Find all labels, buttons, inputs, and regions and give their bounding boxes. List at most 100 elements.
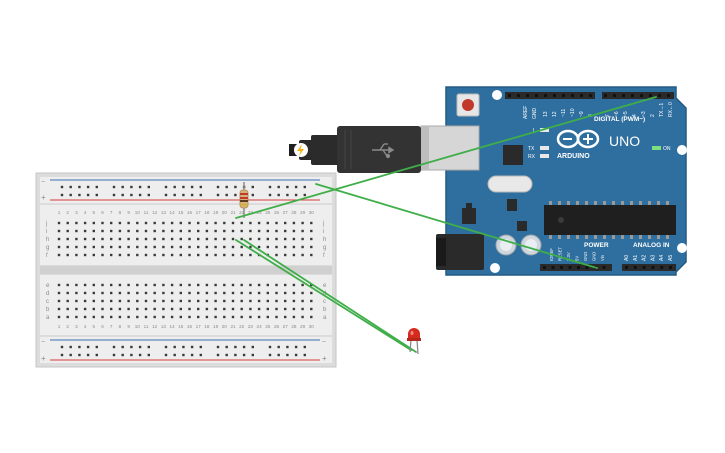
rail-hole[interactable] [225,193,228,197]
rail-hole[interactable] [78,353,81,357]
breadboard-hole[interactable] [249,299,252,303]
breadboard-hole[interactable] [179,229,182,233]
breadboard-hole[interactable] [136,291,139,295]
rail-hole[interactable] [303,353,306,357]
breadboard-hole[interactable] [214,229,217,233]
rail-hole[interactable] [130,193,133,197]
breadboard-hole[interactable] [292,245,296,249]
rail-hole[interactable] [242,353,246,357]
breadboard-hole[interactable] [170,283,174,287]
breadboard-hole[interactable] [301,221,304,225]
rail-hole[interactable] [60,193,64,197]
breadboard-hole[interactable] [127,253,130,257]
breadboard-hole[interactable] [292,307,296,311]
breadboard-hole[interactable] [188,253,191,257]
rail-hole[interactable] [251,353,254,357]
breadboard-hole[interactable] [275,221,278,225]
breadboard-hole[interactable] [301,315,304,319]
breadboard-hole[interactable] [162,237,165,241]
header-pin[interactable] [589,94,592,97]
breadboard-hole[interactable] [127,229,130,233]
breadboard-hole[interactable] [249,283,252,287]
breadboard-hole[interactable] [310,299,313,303]
breadboard-hole[interactable] [231,253,235,257]
breadboard-hole[interactable] [205,299,209,303]
breadboard-hole[interactable] [197,237,200,241]
header-pin[interactable] [551,266,555,269]
breadboard-hole[interactable] [266,229,269,233]
rail-hole[interactable] [199,353,202,357]
breadboard-hole[interactable] [144,229,148,233]
rail-hole[interactable] [130,345,133,349]
breadboard-hole[interactable] [144,291,148,295]
breadboard-hole[interactable] [153,229,156,233]
rail-hole[interactable] [199,193,202,197]
breadboard-hole[interactable] [66,283,69,287]
rail-hole[interactable] [190,193,194,197]
breadboard-hole[interactable] [136,283,139,287]
breadboard-hole[interactable] [127,283,130,287]
breadboard-hole[interactable] [257,245,261,249]
breadboard-hole[interactable] [214,307,217,311]
breadboard-hole[interactable] [292,221,296,225]
breadboard-hole[interactable] [292,291,296,295]
rail-hole[interactable] [268,353,272,357]
red-led[interactable] [407,328,421,355]
breadboard-hole[interactable] [118,283,122,287]
header-pin[interactable] [535,94,538,97]
breadboard-hole[interactable] [66,299,69,303]
breadboard-hole[interactable] [127,291,130,295]
breadboard-hole[interactable] [110,221,113,225]
breadboard-hole[interactable] [118,315,122,319]
header-pin[interactable] [577,266,580,269]
breadboard-hole[interactable] [179,253,182,257]
rail-hole[interactable] [225,345,228,349]
breadboard-hole[interactable] [101,291,104,295]
breadboard-hole[interactable] [275,253,278,257]
breadboard-hole[interactable] [127,299,130,303]
breadboard-hole[interactable] [144,307,148,311]
breadboard-hole[interactable] [92,229,95,233]
breadboard-hole[interactable] [83,291,87,295]
breadboard-hole[interactable] [240,299,243,303]
breadboard-hole[interactable] [266,299,269,303]
rail-hole[interactable] [78,185,81,189]
breadboard-hole[interactable] [223,237,226,241]
breadboard-hole[interactable] [179,245,182,249]
breadboard-hole[interactable] [188,237,191,241]
breadboard-hole[interactable] [92,221,95,225]
rail-hole[interactable] [182,193,185,197]
breadboard-hole[interactable] [75,245,78,249]
breadboard-hole[interactable] [75,315,78,319]
breadboard-hole[interactable] [292,283,296,287]
rail-hole[interactable] [234,345,237,349]
wire-resistor-to-digital-pin[interactable] [235,96,657,219]
wire-breadboard-to-led-cathode[interactable] [243,239,417,353]
breadboard-hole[interactable] [223,245,226,249]
breadboard-hole[interactable] [170,307,174,311]
breadboard-hole[interactable] [92,315,95,319]
rail-hole[interactable] [190,185,194,189]
rail-hole[interactable] [147,353,150,357]
breadboard-hole[interactable] [249,253,252,257]
breadboard-hole[interactable] [310,229,313,233]
breadboard-hole[interactable] [257,221,261,225]
breadboard-hole[interactable] [153,283,156,287]
header-pin[interactable] [633,266,637,269]
breadboard-hole[interactable] [249,229,252,233]
rail-hole[interactable] [286,353,289,357]
breadboard-hole[interactable] [266,245,269,249]
breadboard-hole[interactable] [275,299,278,303]
breadboard-hole[interactable] [197,299,200,303]
breadboard-hole[interactable] [188,299,191,303]
breadboard-hole[interactable] [266,221,269,225]
breadboard-hole[interactable] [292,315,296,319]
breadboard-hole[interactable] [144,245,148,249]
dc-barrel-jack[interactable] [436,234,484,270]
breadboard-hole[interactable] [75,237,78,241]
breadboard-hole[interactable] [310,315,313,319]
breadboard-hole[interactable] [275,315,278,319]
header-pin[interactable] [508,94,511,97]
breadboard-hole[interactable] [57,245,61,249]
breadboard-hole[interactable] [301,237,304,241]
